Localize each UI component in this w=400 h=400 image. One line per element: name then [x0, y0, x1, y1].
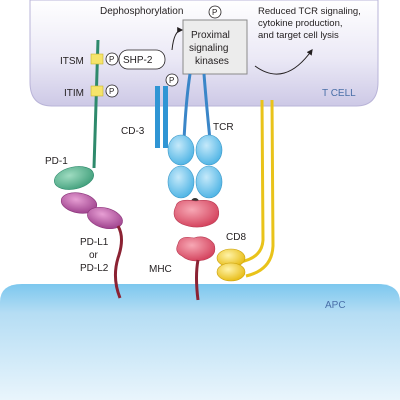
- itim-phospho: P: [105, 84, 119, 98]
- dephosphorylation-label: Dephosphorylation: [100, 6, 183, 17]
- svg-text:P: P: [109, 55, 114, 64]
- tcr-beta-variable-domain: [195, 165, 223, 199]
- apc-membrane: [0, 284, 400, 400]
- cd8-domain-lower: [216, 262, 246, 282]
- mhc-peptide-groove: [173, 199, 220, 228]
- itsm-phospho: P: [105, 52, 119, 66]
- kinase-phospho: P: [208, 5, 222, 19]
- mhc-lower-domain: [176, 236, 216, 262]
- cd3-label: CD-3: [121, 126, 145, 137]
- outcome-label-1: Reduced TCR signaling,: [258, 6, 361, 17]
- kinases-label-1: Proximal: [191, 30, 230, 41]
- tcr-label: TCR: [213, 122, 234, 133]
- svg-text:P: P: [109, 87, 114, 96]
- itsm-motif: [90, 53, 104, 65]
- shp2-box: [118, 49, 166, 70]
- outcome-label-2: cytokine production,: [258, 18, 343, 29]
- t-cell-label: T CELL: [322, 88, 356, 99]
- itsm-label: ITSM: [60, 56, 84, 67]
- tcr-stalk-right: [202, 73, 212, 141]
- pdl-label-1: PD-L1: [80, 237, 109, 248]
- cd3-chain-right: [163, 86, 168, 148]
- shp2-label: SHP-2: [123, 55, 153, 66]
- svg-text:P: P: [212, 8, 217, 17]
- outcome-arrow: [254, 49, 313, 75]
- pdl-tail: [113, 225, 123, 299]
- kinases-label-2: signaling: [189, 43, 228, 54]
- tcr-alpha-variable-domain: [167, 165, 195, 199]
- pdl-label-2: or: [89, 250, 99, 261]
- pdl-domain-lower: [87, 206, 123, 230]
- cd3-chain-left: [155, 86, 160, 148]
- mhc-tail: [195, 259, 200, 301]
- pdl-label-3: PD-L2: [80, 263, 109, 274]
- pd1-label: PD-1: [45, 156, 68, 167]
- cd8-stalk-right: [245, 99, 275, 278]
- itim-label: ITIM: [64, 88, 84, 99]
- mhc-label: MHC: [149, 264, 172, 275]
- outcome-label-3: and target cell lysis: [258, 30, 339, 41]
- pdl-domain-upper: [60, 192, 98, 214]
- svg-text:P: P: [169, 76, 174, 85]
- cd3-phospho: P: [165, 73, 179, 87]
- apc-label: APC: [325, 300, 346, 311]
- kinases-box: [182, 19, 248, 75]
- kinases-label-3: kinases: [195, 56, 229, 67]
- tcr-alpha-membrane-domain: [167, 134, 195, 166]
- pd1-domain: [54, 166, 94, 190]
- tcr-stalk-left: [182, 73, 192, 141]
- cd8-label: CD8: [226, 232, 246, 243]
- dephosphorylation-arrow: [171, 27, 184, 51]
- tcr-beta-membrane-domain: [195, 134, 223, 166]
- itim-motif: [90, 85, 104, 97]
